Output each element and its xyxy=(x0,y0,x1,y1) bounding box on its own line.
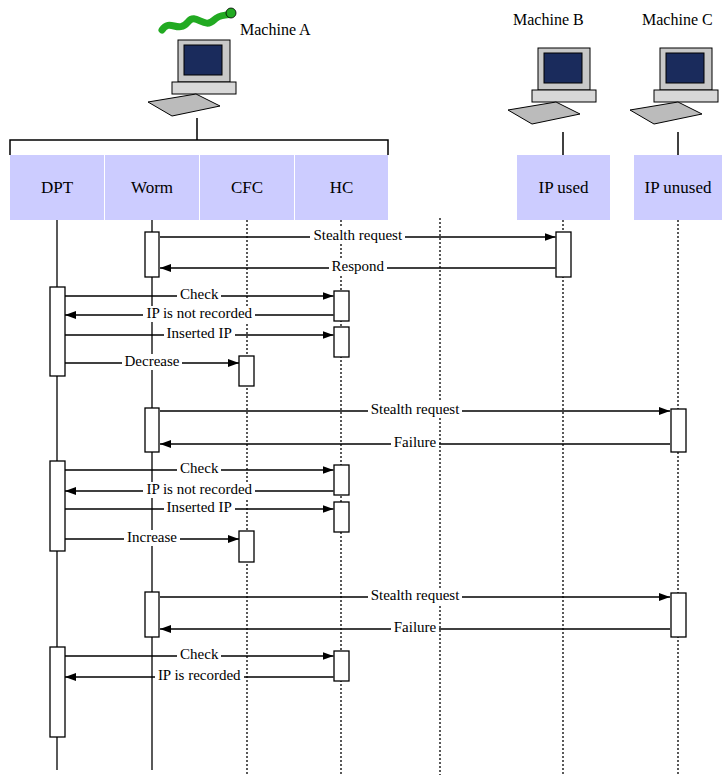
lifeline-header: DPT xyxy=(10,155,104,220)
activation-bar xyxy=(334,291,349,321)
lifeline xyxy=(562,220,563,775)
machine-label: Machine B xyxy=(513,11,584,29)
activation-bar xyxy=(50,647,65,737)
lifeline-header: HC xyxy=(295,155,388,220)
activation-bar xyxy=(334,651,349,681)
activation-bar xyxy=(334,327,349,357)
activation-bar xyxy=(145,592,159,637)
case xyxy=(172,82,236,94)
message-label: Stealth request xyxy=(310,228,405,244)
monitor xyxy=(178,40,230,82)
activation-bar xyxy=(239,531,254,562)
message-label: IP is not recorded xyxy=(143,306,255,322)
message-label: Inserted IP xyxy=(164,326,235,342)
keyboard xyxy=(630,102,702,124)
lifeline-header: IP used xyxy=(517,155,610,220)
screen xyxy=(544,53,582,83)
message-label: IP is recorded xyxy=(155,668,244,684)
message-label: Failure xyxy=(391,620,440,636)
computer-icon xyxy=(148,40,236,116)
lifeline xyxy=(677,220,678,775)
lifeline-header: CFC xyxy=(200,155,294,220)
message-label: Inserted IP xyxy=(164,500,235,516)
message-label: Stealth request xyxy=(368,402,463,418)
activation-bar xyxy=(556,232,571,277)
activation-bar xyxy=(334,502,349,532)
lifeline xyxy=(439,218,440,775)
machine-link xyxy=(677,132,679,155)
machine-label: Machine A xyxy=(240,21,311,39)
header-text: HC xyxy=(330,178,354,198)
case xyxy=(654,90,718,102)
machine-label: Machine C xyxy=(642,11,713,29)
machine-link xyxy=(562,132,564,155)
activation-bar xyxy=(50,461,65,551)
message-label: Respond xyxy=(329,259,388,275)
message-label: Decrease xyxy=(122,354,183,370)
monitor xyxy=(660,48,712,90)
screen xyxy=(666,53,704,83)
header-text: Worm xyxy=(131,178,173,198)
computer-icon xyxy=(630,48,718,124)
activation-bar xyxy=(145,232,159,277)
worm-head xyxy=(226,8,236,18)
lifeline-header: IP unused xyxy=(634,155,722,220)
computer-icon xyxy=(508,48,596,124)
header-text: IP used xyxy=(539,178,589,198)
message-label: Check xyxy=(177,461,221,477)
message-label: Check xyxy=(177,647,221,663)
message-label: Increase xyxy=(124,530,180,546)
keyboard xyxy=(508,102,580,124)
activation-bar xyxy=(334,465,349,495)
header-text: IP unused xyxy=(645,178,712,198)
message-label: Stealth request xyxy=(368,588,463,604)
screen xyxy=(184,45,222,75)
worm-icon xyxy=(162,8,236,30)
activation-bar xyxy=(50,287,65,376)
group-bracket xyxy=(10,118,388,155)
case xyxy=(532,90,596,102)
message-label: Failure xyxy=(391,435,440,451)
activation-bar xyxy=(145,408,159,452)
header-text: DPT xyxy=(41,178,73,198)
activation-bar xyxy=(671,593,686,637)
keyboard xyxy=(148,94,220,116)
activation-bar xyxy=(239,356,254,386)
activation-bars xyxy=(50,232,686,737)
worm-body xyxy=(162,14,230,30)
message-label: IP is not recorded xyxy=(143,482,255,498)
activation-bar xyxy=(671,409,686,452)
lifeline-header: Worm xyxy=(105,155,199,220)
header-text: CFC xyxy=(231,178,263,198)
message-label: Check xyxy=(177,287,221,303)
monitor xyxy=(538,48,590,90)
